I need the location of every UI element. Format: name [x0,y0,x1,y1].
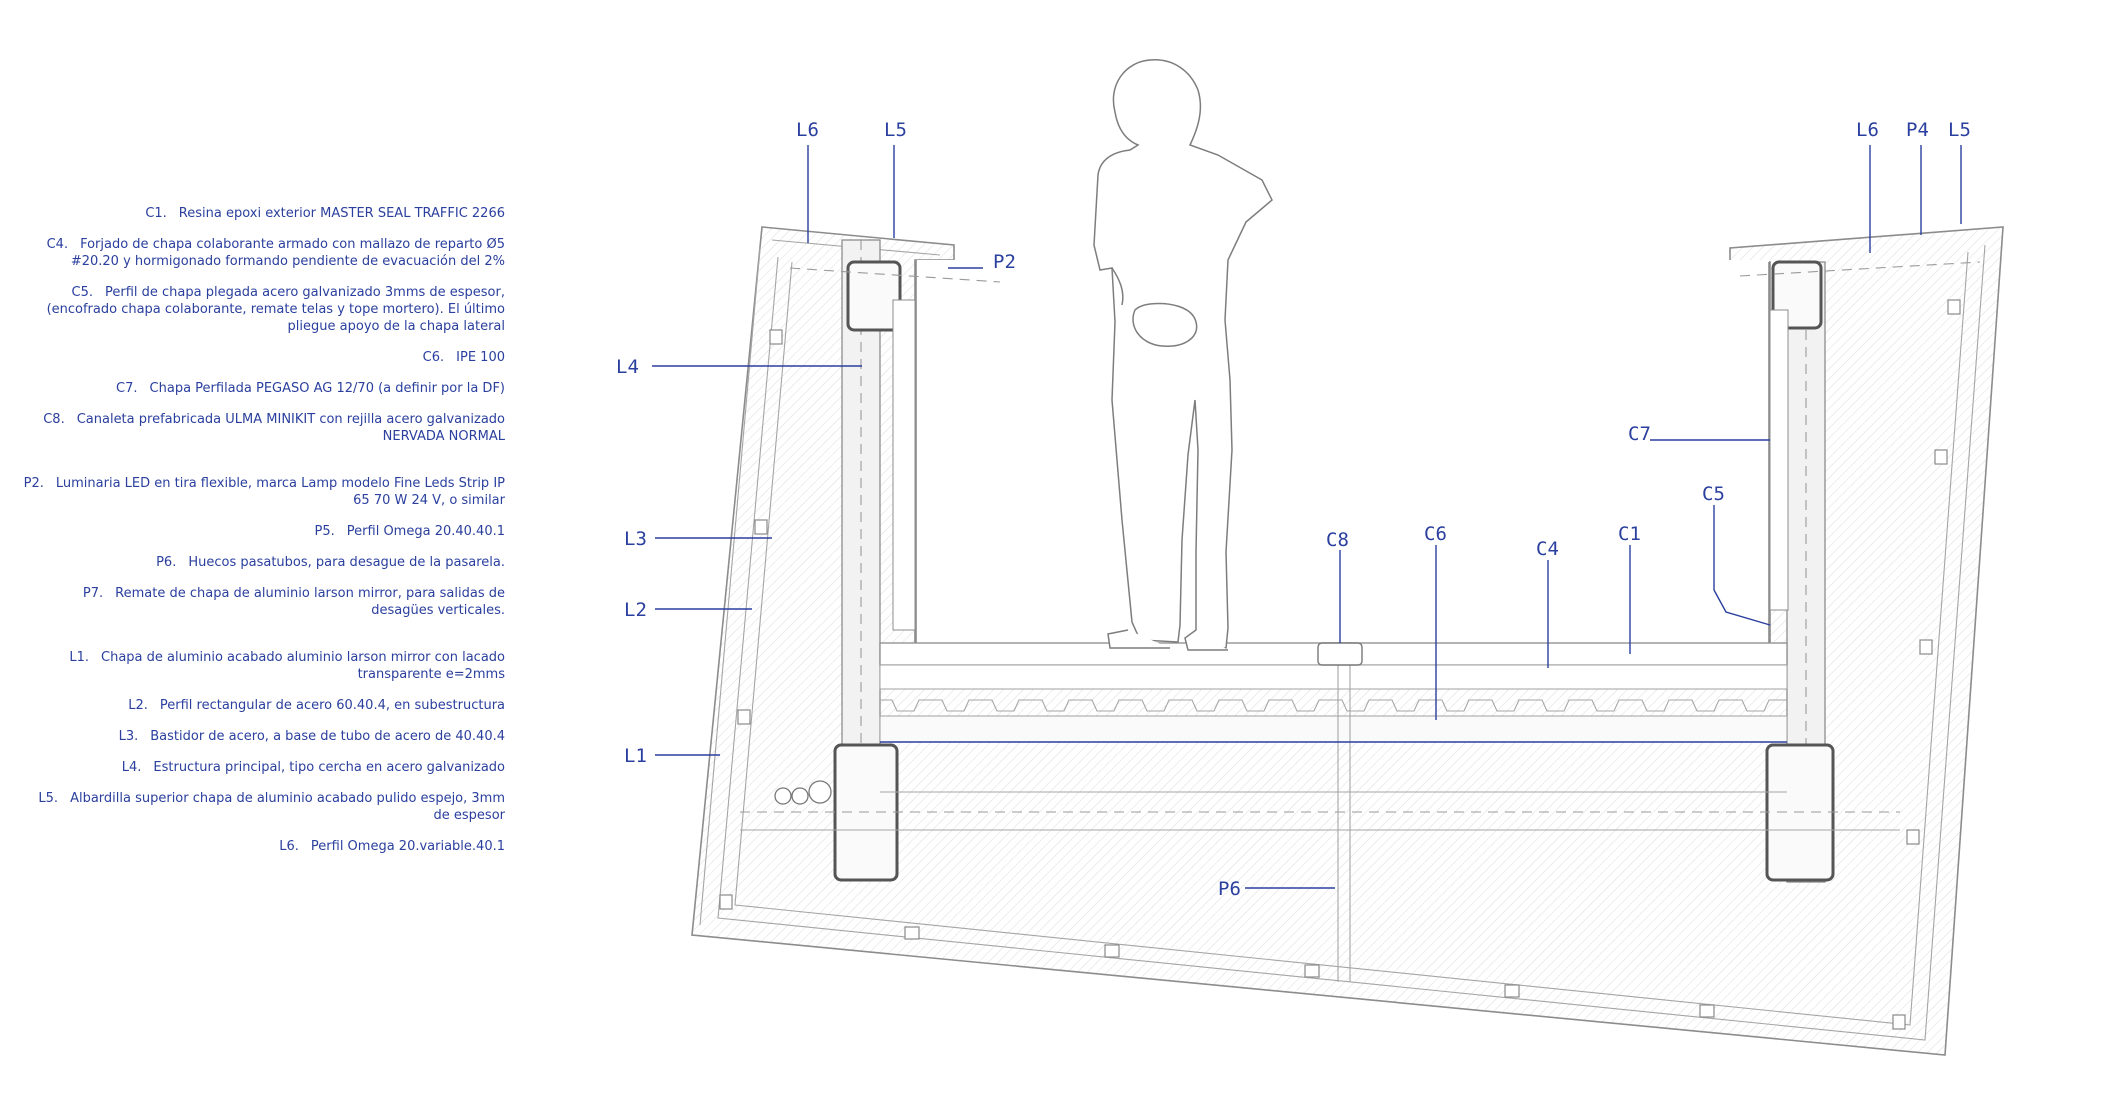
top-rails [789,261,1981,283]
legend-code: L4. [121,760,142,775]
legend-item-c6: C6. IPE 100 [20,349,505,366]
legend-item-l4: L4. Estructura principal, tipo cercha en … [20,759,505,776]
legend-text: Chapa de aluminio acabado aluminio larso… [101,650,505,682]
callout-l5-left: L5 [884,119,907,141]
callout-labels: L6 L5 P2 L4 L3 L2 L1 L6 P4 L5 C7 C5 C8 C… [616,119,1971,900]
callout-c1: C1 [1618,523,1641,545]
callout-l6-left: L6 [796,119,819,141]
legend-item-l6: L6. Perfil Omega 20.variable.40.1 [20,838,505,855]
legend-text: Chapa Perfilada PEGASO AG 12/70 (a defin… [149,381,505,396]
legend-item-c8: C8. Canaleta prefabricada ULMA MINIKIT co… [20,411,505,445]
legend-text: Remate de chapa de aluminio larson mirro… [115,586,505,618]
legend-code: C6. [422,350,445,365]
legend-item-l3: L3. Bastidor de acero, a base de tubo de … [20,728,505,745]
callout-l4: L4 [616,356,639,378]
legend-code: L5. [38,791,59,806]
legend-text: Albardilla superior chapa de aluminio ac… [70,791,505,823]
callout-l3: L3 [624,528,647,550]
callout-l2: L2 [624,599,647,621]
legend-item-l5: L5. Albardilla superior chapa de aluminio… [20,790,505,824]
legend-code: C1. [145,206,167,221]
legend-item-p5: P5. Perfil Omega 20.40.40.1 [20,523,505,540]
callout-c5: C5 [1702,483,1725,505]
legend-code: L2. [128,698,148,713]
legend: C1. Resina epoxi exterior MASTER SEAL TRA… [20,205,505,869]
callout-p2: P2 [993,251,1016,273]
callout-c8: C8 [1326,529,1349,551]
legend-item-c1: C1. Resina epoxi exterior MASTER SEAL TRA… [20,205,505,222]
legend-text: Perfil de chapa plegada acero galvanizad… [46,285,505,334]
legend-text: Resina epoxi exterior MASTER SEAL TRAFFI… [178,206,505,221]
leader-lines [652,145,1962,889]
legend-text: Perfil Omega 20.40.40.1 [346,524,505,539]
person-figure [1093,59,1273,651]
legend-code: P6. [156,555,177,570]
legend-code: P7. [82,586,104,601]
callout-c6: C6 [1424,523,1447,545]
fixing-tabs [719,299,1961,1030]
callout-l6-right: L6 [1856,119,1879,141]
legend-code: L3. [118,729,139,744]
legend-item-c7: C7. Chapa Perfilada PEGASO AG 12/70 (a de… [20,380,505,397]
legend-code: P2. [23,476,44,491]
walkway-trench [915,260,1770,645]
right-truss [1765,260,1835,883]
legend-item-l1: L1. Chapa de aluminio acabado aluminio la… [20,649,505,683]
callout-l1: L1 [624,745,647,767]
legend-item-p6: P6. Huecos pasatubos, para desague de la … [20,554,505,571]
legend-item-p2: P2. Luminaria LED en tira flexible, marca… [20,475,505,509]
legend-text: Perfil rectangular de acero 60.40.4, en … [159,698,505,713]
legend-text: IPE 100 [456,350,505,365]
legend-code: C4. [46,237,69,252]
legend-code: C7. [116,381,138,396]
legend-item-p7: P7. Remate de chapa de aluminio larson mi… [20,585,505,619]
callout-l5-right: L5 [1948,119,1971,141]
legend-code: L6. [279,839,299,854]
callout-p6: P6 [1218,878,1241,900]
legend-text: Forjado de chapa colaborante armado con … [70,237,505,269]
callout-c4: C4 [1536,538,1559,560]
legend-text: Huecos pasatubos, para desague de la pas… [188,555,505,570]
legend-item-l2: L2. Perfil rectangular de acero 60.40.4, … [20,697,505,714]
legend-code: C5. [71,285,93,300]
legend-code: P5. [314,524,335,539]
legend-text: Estructura principal, tipo cercha en ace… [153,760,505,775]
legend-text: Bastidor de acero, a base de tubo de ace… [150,729,505,744]
callout-c7: C7 [1628,423,1651,445]
legend-text: Canaleta prefabricada ULMA MINIKIT con r… [76,412,505,444]
deck-slab [740,642,1900,982]
outer-hull [691,226,2004,1056]
callout-p4: P4 [1906,119,1929,141]
legend-text: Perfil Omega 20.variable.40.1 [310,839,505,854]
legend-text: Luminaria LED en tira flexible, marca La… [55,476,505,508]
legend-code: C8. [43,412,65,427]
legend-item-c4: C4.Forjado de chapa colaborante armado c… [20,236,505,270]
legend-item-c5: C5.Perfil de chapa plegada acero galvani… [20,284,505,335]
left-truss [833,239,916,882]
legend-code: L1. [69,650,90,665]
